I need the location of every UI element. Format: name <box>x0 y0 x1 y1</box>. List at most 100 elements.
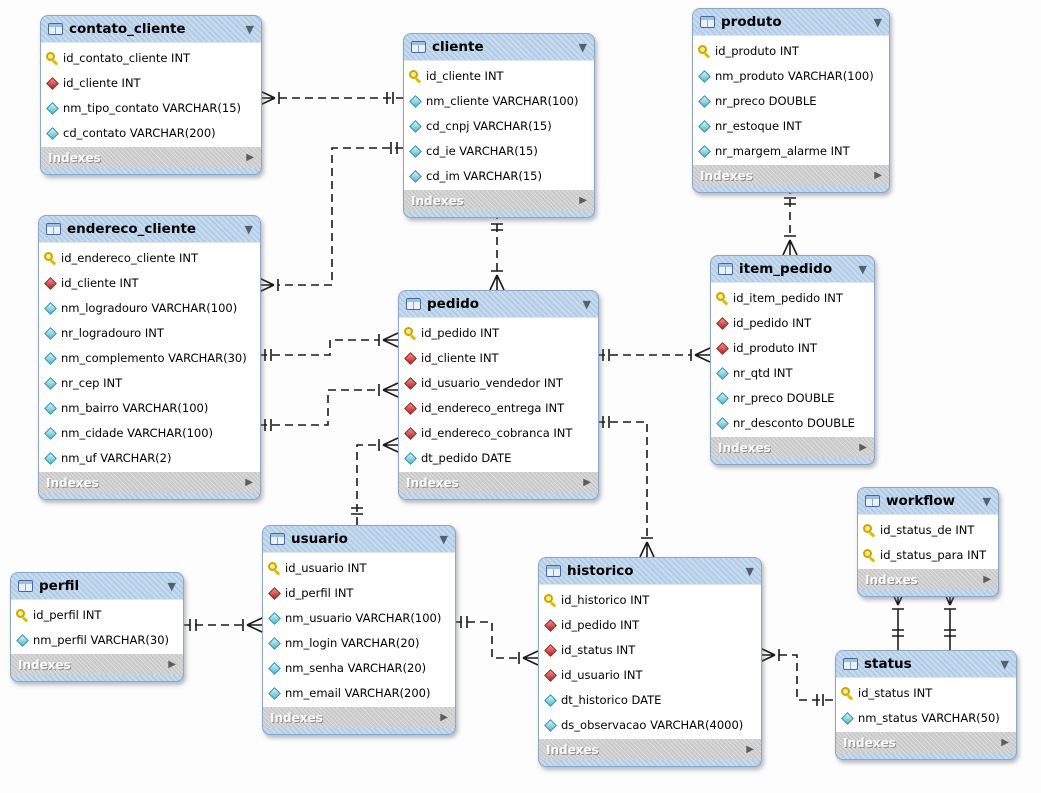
column-row[interactable]: id_usuario_vendedor INT <box>403 370 594 395</box>
rel-item_pedido-produto[interactable] <box>782 186 798 256</box>
collapse-arrow-icon[interactable]: ▼ <box>873 15 882 29</box>
table-header[interactable]: cliente ▼ <box>404 34 594 60</box>
rel-historico-pedido[interactable] <box>597 416 655 558</box>
table-contato_cliente[interactable]: contato_cliente ▼ id_contato_cliente INT… <box>40 15 262 175</box>
table-header[interactable]: usuario ▼ <box>263 526 455 552</box>
expand-arrow-icon[interactable]: ▶ <box>583 477 591 488</box>
collapse-arrow-icon[interactable]: ▼ <box>439 532 448 546</box>
collapse-arrow-icon[interactable]: ▼ <box>244 222 253 236</box>
indexes-row[interactable]: Indexes ▶ <box>404 190 594 211</box>
column-row[interactable]: id_usuario INT <box>267 555 451 580</box>
collapse-arrow-icon[interactable]: ▼ <box>982 494 991 508</box>
table-header[interactable]: endereco_cliente ▼ <box>39 216 260 242</box>
indexes-row[interactable]: Indexes ▶ <box>399 472 598 493</box>
expand-arrow-icon[interactable]: ▶ <box>859 442 867 453</box>
column-row[interactable]: nr_preco DOUBLE <box>697 88 885 113</box>
column-row[interactable]: id_pedido INT <box>715 310 870 335</box>
column-row[interactable]: cd_contato VARCHAR(200) <box>45 120 257 145</box>
rel-pedido-endereco_entrega[interactable] <box>259 332 399 361</box>
column-row[interactable]: id_cliente INT <box>408 63 590 88</box>
column-row[interactable]: nm_tipo_contato VARCHAR(15) <box>45 95 257 120</box>
rel-historico-status[interactable] <box>759 647 835 706</box>
expand-arrow-icon[interactable]: ▶ <box>983 574 991 585</box>
column-row[interactable]: ds_observacao VARCHAR(4000) <box>543 712 757 737</box>
column-row[interactable]: id_endereco_cobranca INT <box>403 420 594 445</box>
indexes-row[interactable]: Indexes ▶ <box>539 739 761 760</box>
column-row[interactable]: nm_status VARCHAR(50) <box>840 705 1012 730</box>
table-endereco_cliente[interactable]: endereco_cliente ▼ id_endereco_cliente I… <box>38 215 261 500</box>
collapse-arrow-icon[interactable]: ▼ <box>245 22 254 36</box>
expand-arrow-icon[interactable]: ▶ <box>579 195 587 206</box>
column-row[interactable]: nm_email VARCHAR(200) <box>267 680 451 705</box>
column-row[interactable]: id_cliente INT <box>403 345 594 370</box>
indexes-row[interactable]: Indexes ▶ <box>858 569 998 590</box>
rel-pedido-usuario[interactable] <box>351 437 399 525</box>
table-header[interactable]: pedido ▼ <box>399 291 598 317</box>
column-row[interactable]: id_produto INT <box>715 335 870 360</box>
rel-item_pedido-pedido[interactable] <box>597 347 711 363</box>
expand-arrow-icon[interactable]: ▶ <box>746 744 754 755</box>
table-header[interactable]: perfil ▼ <box>11 573 183 599</box>
rel-usuario-perfil[interactable] <box>182 617 263 633</box>
column-row[interactable]: nr_preco DOUBLE <box>715 385 870 410</box>
column-row[interactable]: id_contato_cliente INT <box>45 45 257 70</box>
indexes-row[interactable]: Indexes ▶ <box>263 707 455 728</box>
column-row[interactable]: nr_margem_alarme INT <box>697 138 885 163</box>
table-header[interactable]: historico ▼ <box>539 558 761 584</box>
column-row[interactable]: id_cliente INT <box>43 270 256 295</box>
rel-workflow-status-de[interactable] <box>890 589 906 650</box>
column-row[interactable]: nr_estoque INT <box>697 113 885 138</box>
column-row[interactable]: nm_perfil VARCHAR(30) <box>15 627 179 652</box>
column-row[interactable]: nm_senha VARCHAR(20) <box>267 655 451 680</box>
rel-endereco_cliente-cliente[interactable] <box>258 142 403 293</box>
indexes-row[interactable]: Indexes ▶ <box>693 165 889 186</box>
rel-pedido-endereco_cobranca[interactable] <box>259 382 399 431</box>
column-row[interactable]: id_status INT <box>543 637 757 662</box>
column-row[interactable]: nm_bairro VARCHAR(100) <box>43 395 256 420</box>
indexes-row[interactable]: Indexes ▶ <box>711 437 874 458</box>
column-row[interactable]: nm_produto VARCHAR(100) <box>697 63 885 88</box>
table-header[interactable]: contato_cliente ▼ <box>41 16 261 42</box>
table-header[interactable]: status ▼ <box>836 651 1016 677</box>
expand-arrow-icon[interactable]: ▶ <box>1001 737 1009 748</box>
column-row[interactable]: nr_logradouro INT <box>43 320 256 345</box>
column-row[interactable]: nm_usuario VARCHAR(100) <box>267 605 451 630</box>
column-row[interactable]: id_status_de INT <box>862 517 994 542</box>
column-row[interactable]: id_pedido INT <box>403 320 594 345</box>
column-row[interactable]: id_endereco_entrega INT <box>403 395 594 420</box>
column-row[interactable]: nr_qtd INT <box>715 360 870 385</box>
column-row[interactable]: nm_logradouro VARCHAR(100) <box>43 295 256 320</box>
column-row[interactable]: dt_historico DATE <box>543 687 757 712</box>
column-row[interactable]: id_produto INT <box>697 38 885 63</box>
column-row[interactable]: nm_complemento VARCHAR(30) <box>43 345 256 370</box>
collapse-arrow-icon[interactable]: ▼ <box>578 40 587 54</box>
table-header[interactable]: produto ▼ <box>693 9 889 35</box>
expand-arrow-icon[interactable]: ▶ <box>168 659 176 670</box>
indexes-row[interactable]: Indexes ▶ <box>39 472 260 493</box>
column-row[interactable]: id_cliente INT <box>45 70 257 95</box>
rel-pedido-cliente[interactable] <box>489 211 505 291</box>
column-row[interactable]: cd_ie VARCHAR(15) <box>408 138 590 163</box>
indexes-row[interactable]: Indexes ▶ <box>11 654 183 675</box>
column-row[interactable]: cd_cnpj VARCHAR(15) <box>408 113 590 138</box>
column-row[interactable]: id_status_para INT <box>862 542 994 567</box>
indexes-row[interactable]: Indexes ▶ <box>836 732 1016 753</box>
column-row[interactable]: cd_im VARCHAR(15) <box>408 163 590 188</box>
table-header[interactable]: item_pedido ▼ <box>711 256 874 282</box>
expand-arrow-icon[interactable]: ▶ <box>246 152 254 163</box>
column-row[interactable]: id_status INT <box>840 680 1012 705</box>
column-row[interactable]: nr_desconto DOUBLE <box>715 410 870 435</box>
column-row[interactable]: id_endereco_cliente INT <box>43 245 256 270</box>
column-row[interactable]: id_pedido INT <box>543 612 757 637</box>
column-row[interactable]: id_item_pedido INT <box>715 285 870 310</box>
column-row[interactable]: id_perfil INT <box>267 580 451 605</box>
column-row[interactable]: nr_cep INT <box>43 370 256 395</box>
